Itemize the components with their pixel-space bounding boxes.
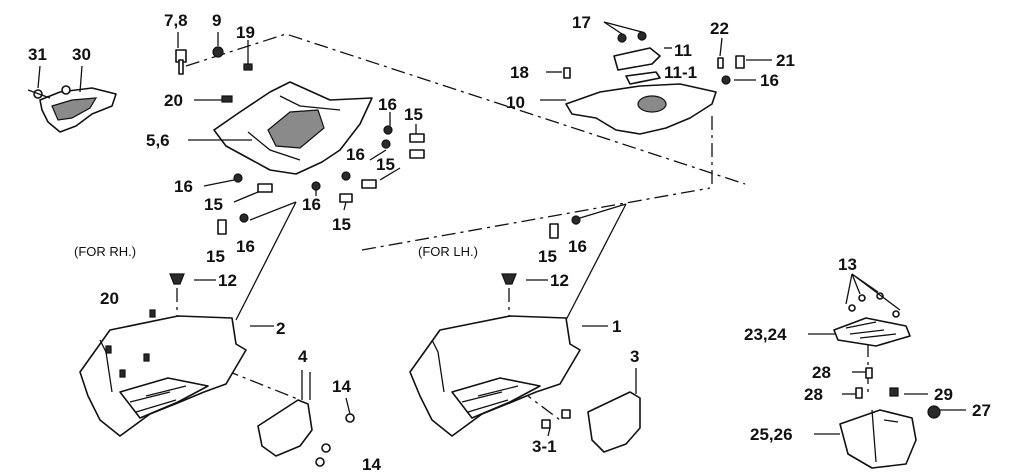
callout-21: 21 <box>776 51 795 70</box>
fastener-16-15-set-e <box>311 181 353 203</box>
callout-11: 11 <box>674 41 692 60</box>
callout-1: 1 <box>612 317 621 336</box>
callout-15-b: 15 <box>376 155 395 174</box>
part-30-clip <box>61 85 71 95</box>
part-1-floor-lh <box>409 315 581 437</box>
callout-3: 3 <box>630 347 639 366</box>
callout-3-1: 3-1 <box>532 437 557 456</box>
fastener-13-screws <box>848 292 900 318</box>
part-11-1-bracket <box>625 71 661 85</box>
fastener-18-screw <box>563 67 571 79</box>
part-4-lower-panel-rh <box>257 399 313 457</box>
fastener-16-15-set-b <box>381 139 425 159</box>
part-5-6-recess <box>267 109 325 149</box>
assembly-line-bottom <box>361 187 711 251</box>
fastener-14-rh <box>315 413 355 467</box>
callout-9: 9 <box>212 11 221 30</box>
callout-15-a: 15 <box>404 105 423 124</box>
callout-28-b: 28 <box>804 385 823 404</box>
callout-20-rh: 20 <box>100 289 119 308</box>
callout-18: 18 <box>510 63 529 82</box>
callout-16-b: 16 <box>346 145 365 164</box>
callout-23-24: 23,24 <box>744 325 787 344</box>
callout-10: 10 <box>506 93 525 112</box>
fastener-3-1-grommets <box>541 409 571 429</box>
fastener-21-bolt <box>735 55 745 69</box>
callout-20-upper: 20 <box>164 91 183 110</box>
part-2-floor-surface <box>119 377 209 419</box>
part-10-hole <box>637 95 667 113</box>
callout-16-a: 16 <box>378 95 397 114</box>
callout-15-f: 15 <box>538 247 557 266</box>
fastener-7-8-bolt <box>175 49 187 75</box>
callout-16-d: 16 <box>302 195 321 214</box>
callout-5-6: 5,6 <box>146 131 170 150</box>
note-for-lh: (FOR LH.) <box>418 244 478 259</box>
callout-15-c: 15 <box>204 195 223 214</box>
fastener-17-a <box>617 33 627 43</box>
fastener-12-clip-lh <box>501 273 517 285</box>
callout-12-rh: 12 <box>218 271 237 290</box>
fastener-15-16-lh <box>549 215 581 239</box>
callout-15-d: 15 <box>332 215 351 234</box>
callout-25-26: 25,26 <box>750 425 793 444</box>
callout-28-a: 28 <box>812 363 831 382</box>
callout-7-8: 7,8 <box>164 11 188 30</box>
fastener-20-clips-rh <box>105 309 156 378</box>
assembly-line-rh-floor <box>199 359 301 401</box>
callout-14-b: 14 <box>362 455 381 474</box>
callout-31: 31 <box>28 45 47 64</box>
fastener-15-16-lower <box>217 213 249 235</box>
fastener-28-a <box>865 367 873 379</box>
callout-11-1: 11-1 <box>664 63 697 82</box>
fastener-16-washer-top <box>721 75 731 85</box>
callout-29: 29 <box>934 385 953 404</box>
callout-27: 27 <box>972 401 991 420</box>
note-for-rh: (FOR RH.) <box>74 244 136 259</box>
fastener-16-15-set-a <box>383 125 425 143</box>
callout-30: 30 <box>72 45 91 64</box>
callout-13: 13 <box>838 255 857 274</box>
part-25-26-box <box>839 409 917 469</box>
fastener-12-clip-rh <box>169 273 185 285</box>
fastener-29-clip <box>889 387 899 397</box>
callout-16-e: 16 <box>236 237 255 256</box>
callout-15-e: 15 <box>206 247 225 266</box>
callout-16-g: 16 <box>568 237 587 256</box>
leader-lines <box>177 21 966 437</box>
part-2-floor-rh <box>79 315 247 437</box>
callout-2: 2 <box>276 319 285 338</box>
callout-16-c: 16 <box>174 177 193 196</box>
callout-16-f: 16 <box>760 71 779 90</box>
fastener-20-clip <box>221 95 233 103</box>
callout-19: 19 <box>236 23 255 42</box>
fastener-28-b <box>855 387 863 399</box>
callout-17: 17 <box>572 13 591 32</box>
fastener-9-nut <box>212 46 224 58</box>
fastener-17-b <box>637 31 647 41</box>
callout-12-lh: 12 <box>550 271 569 290</box>
callout-22: 22 <box>710 19 729 38</box>
fastener-16-15-set-d <box>233 173 273 193</box>
part-11-bracket <box>613 47 661 71</box>
part-1-floor-surface <box>451 377 541 419</box>
fastener-27-grommet <box>927 405 941 419</box>
callout-4: 4 <box>298 347 308 366</box>
part-3-lower-panel-lh <box>587 391 641 453</box>
fastener-19-clip <box>243 63 253 71</box>
fastener-16-15-set-c <box>341 171 377 189</box>
part-30-recess <box>51 97 98 121</box>
fastener-22-screw <box>717 57 724 69</box>
callout-14-a: 14 <box>332 377 351 396</box>
